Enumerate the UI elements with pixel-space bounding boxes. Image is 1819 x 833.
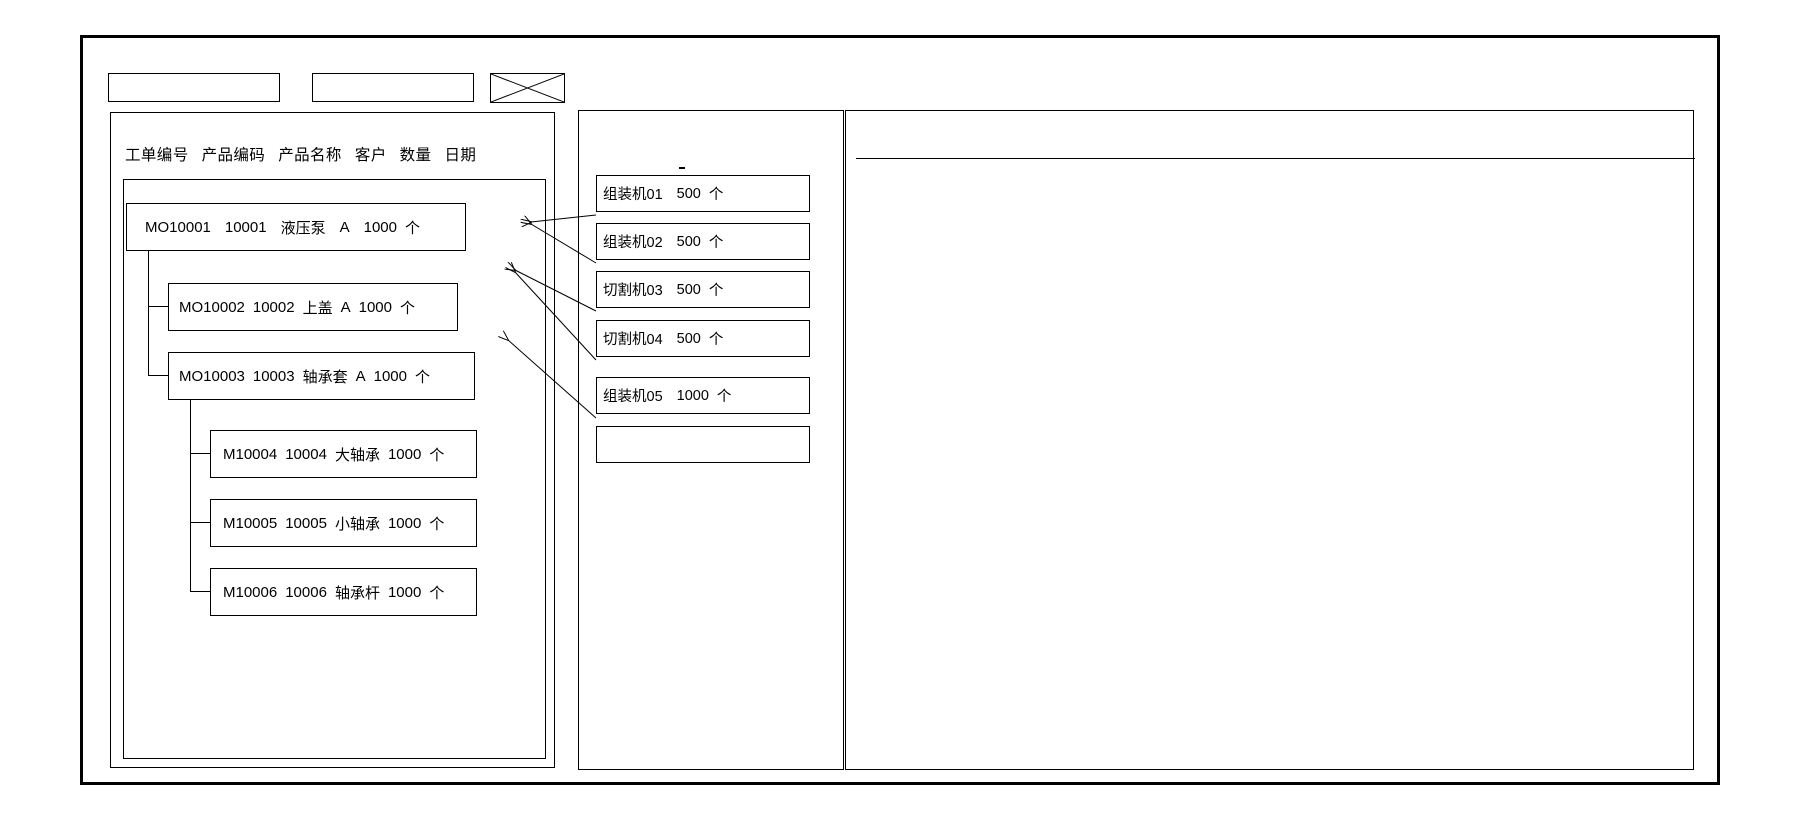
tree-connector-elbow-mo10003 xyxy=(148,375,168,376)
order-no: MO10002 xyxy=(179,298,245,316)
column-header-customer: 客户 xyxy=(354,147,387,164)
work-order-row[interactable]: MO10001 10001 液压泵 A 1000 个 xyxy=(126,203,466,251)
quantity: 1000 xyxy=(387,514,422,532)
tree-connector-trunk-level2 xyxy=(190,398,191,591)
toolbar-input-field-2[interactable] xyxy=(312,73,474,102)
product-name: 小轴承 xyxy=(334,515,380,533)
order-no: MO10001 xyxy=(145,218,211,236)
machine-quantity: 500 xyxy=(676,233,701,250)
panel-marker-dot xyxy=(679,167,685,169)
unit: 个 xyxy=(405,219,421,237)
unit: 个 xyxy=(429,446,445,464)
machine-quantity: 500 xyxy=(676,281,701,298)
product-name: 上盖 xyxy=(302,299,333,317)
machine-name: 组装机01 xyxy=(603,187,663,203)
column-header-quantity: 数量 xyxy=(399,147,432,164)
order-no: M10004 xyxy=(223,445,278,463)
product-name: 大轴承 xyxy=(334,446,380,464)
machine-quantity: 500 xyxy=(676,185,701,202)
machine-unit: 个 xyxy=(708,283,724,299)
unit: 个 xyxy=(415,368,431,386)
tree-connector-elbow-mo10002 xyxy=(148,306,168,307)
order-no: M10005 xyxy=(223,514,278,532)
customer: A xyxy=(355,367,366,385)
customer: A xyxy=(340,298,351,316)
machine-row[interactable]: 切割机03 500 个 xyxy=(596,271,810,308)
order-no: MO10003 xyxy=(179,367,245,385)
quantity: 1000 xyxy=(358,298,392,316)
product-name: 轴承杆 xyxy=(334,584,380,602)
machine-name: 切割机03 xyxy=(603,283,663,299)
machine-row[interactable]: 组装机05 1000 个 xyxy=(596,377,810,414)
product-code: 10005 xyxy=(285,514,327,532)
work-order-row[interactable]: MO10003 10003 轴承套 A 1000 个 xyxy=(168,352,475,400)
detail-panel-body[interactable] xyxy=(856,159,1695,769)
product-code: 10004 xyxy=(285,445,327,463)
toolbar xyxy=(108,73,578,103)
cross-box-icon xyxy=(491,74,564,102)
machine-quantity: 1000 xyxy=(676,387,709,404)
product-name: 轴承套 xyxy=(302,368,348,386)
unit: 个 xyxy=(429,584,445,602)
column-header-product-code: 产品编码 xyxy=(201,147,266,164)
quantity: 1000 xyxy=(373,367,407,385)
image-placeholder-icon[interactable] xyxy=(490,73,565,103)
quantity: 1000 xyxy=(387,445,422,463)
tree-connector-elbow-m10004 xyxy=(190,453,210,454)
work-order-row[interactable]: M10004 10004 大轴承 1000 个 xyxy=(210,430,477,478)
tree-connector-trunk-level1 xyxy=(148,249,149,376)
machine-row[interactable]: 组装机01 500 个 xyxy=(596,175,810,212)
tree-connector-elbow-m10005 xyxy=(190,522,210,523)
machine-name: 切割机04 xyxy=(603,332,663,348)
work-order-row[interactable]: M10006 10006 轴承杆 1000 个 xyxy=(210,568,477,616)
detail-panel-header xyxy=(856,111,1695,159)
toolbar-input-field-1[interactable] xyxy=(108,73,280,102)
column-header-product-name: 产品名称 xyxy=(278,147,342,164)
customer: A xyxy=(339,218,350,236)
quantity: 1000 xyxy=(387,583,422,601)
machine-name: 组装机05 xyxy=(603,389,663,405)
quantity: 1000 xyxy=(363,218,397,236)
unit: 个 xyxy=(400,299,416,317)
machine-unit: 个 xyxy=(708,187,724,203)
machine-row[interactable]: 切割机04 500 个 xyxy=(596,320,810,357)
tree-connector-elbow-m10006 xyxy=(190,591,210,592)
work-order-list-container[interactable]: MO10001 10001 液压泵 A 1000 个 MO10002 10002… xyxy=(123,179,546,759)
machine-schedule-panel: 组装机01 500 个 组装机02 500 个 切割机03 500 个 切割机0… xyxy=(578,110,844,770)
machine-quantity: 500 xyxy=(676,330,701,347)
machine-unit: 个 xyxy=(708,235,724,251)
detail-panel xyxy=(845,110,1695,770)
product-code: 10002 xyxy=(252,298,295,316)
product-code: 10001 xyxy=(224,218,267,236)
work-order-row[interactable]: MO10002 10002 上盖 A 1000 个 xyxy=(168,283,458,331)
work-order-panel: 工单编号 产品编码 产品名称 客户 数量 日期 MO10001 10001 液压… xyxy=(110,112,555,768)
order-no: M10006 xyxy=(223,583,278,601)
machine-unit: 个 xyxy=(716,389,732,405)
machine-row[interactable]: 组装机02 500 个 xyxy=(596,223,810,260)
machine-name: 组装机02 xyxy=(603,235,663,251)
machine-unit: 个 xyxy=(708,332,724,348)
machine-row-empty[interactable] xyxy=(596,426,810,463)
product-code: 10006 xyxy=(285,583,327,601)
column-header-order-no: 工单编号 xyxy=(125,147,189,164)
work-order-column-headers: 工单编号 产品编码 产品名称 客户 数量 日期 xyxy=(111,141,556,167)
work-order-row[interactable]: M10005 10005 小轴承 1000 个 xyxy=(210,499,477,547)
unit: 个 xyxy=(429,515,445,533)
product-code: 10003 xyxy=(252,367,295,385)
product-name: 液压泵 xyxy=(280,219,326,237)
column-header-date: 日期 xyxy=(444,147,477,164)
